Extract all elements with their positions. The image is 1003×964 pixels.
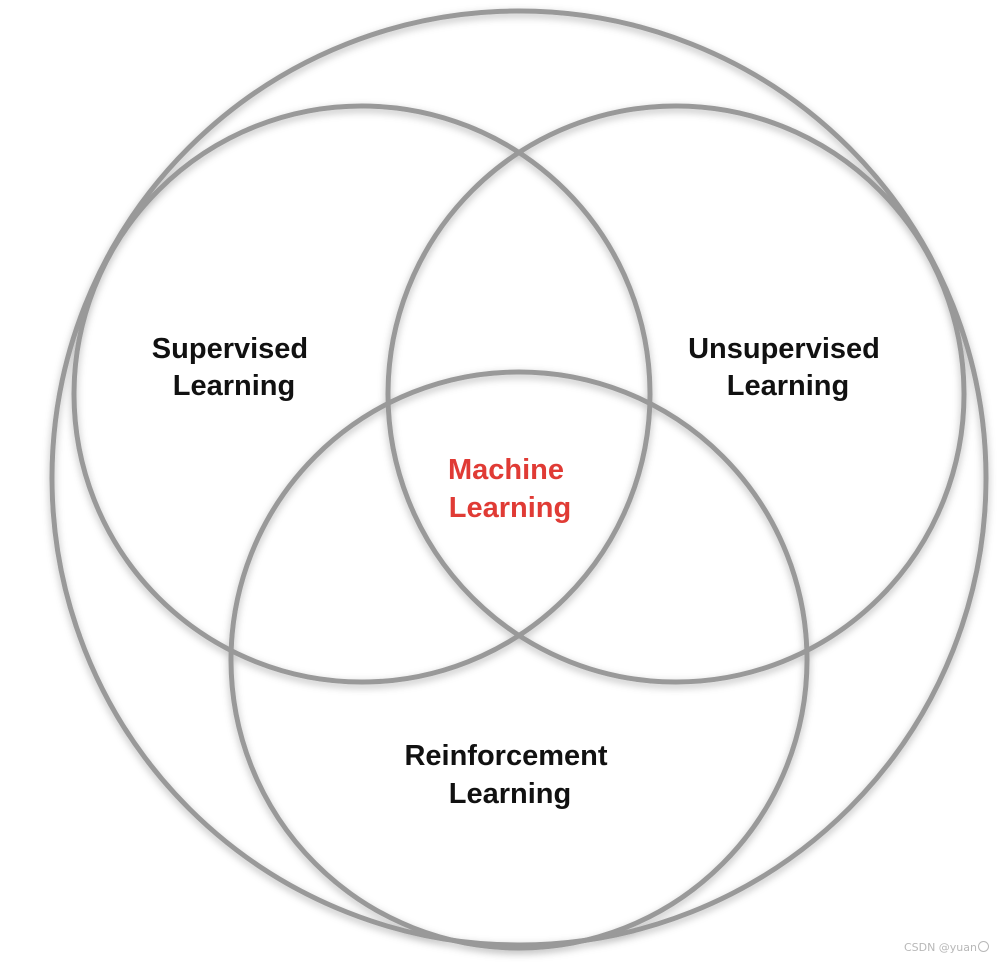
outer-circle bbox=[49, 8, 989, 948]
supervised-label: Supervised Learning bbox=[152, 333, 316, 402]
circle-icon bbox=[978, 941, 989, 952]
unsupervised-circle bbox=[385, 103, 967, 685]
reinforcement-circle bbox=[228, 369, 810, 951]
machine-learning-label: Machine Learning bbox=[448, 454, 572, 524]
supervised-circle bbox=[71, 103, 653, 685]
watermark: CSDN @yuan bbox=[904, 941, 989, 954]
reinforcement-label: Reinforcement Learning bbox=[404, 740, 615, 810]
unsupervised-label: Unsupervised Learning bbox=[688, 333, 888, 402]
watermark-text: CSDN @yuan bbox=[903, 941, 977, 954]
